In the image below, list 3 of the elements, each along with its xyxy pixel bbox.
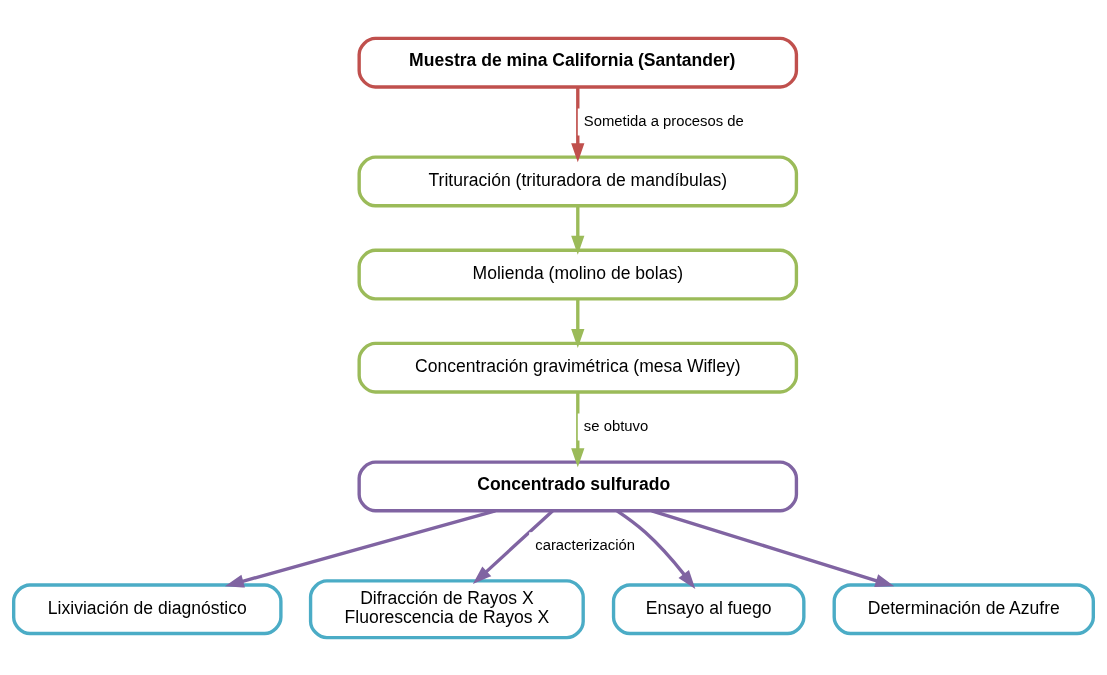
- edge-label: se obtuvo: [583, 417, 649, 434]
- edge-label: caracterización: [535, 536, 636, 553]
- edge-label: Sometida a procesos de: [583, 112, 744, 129]
